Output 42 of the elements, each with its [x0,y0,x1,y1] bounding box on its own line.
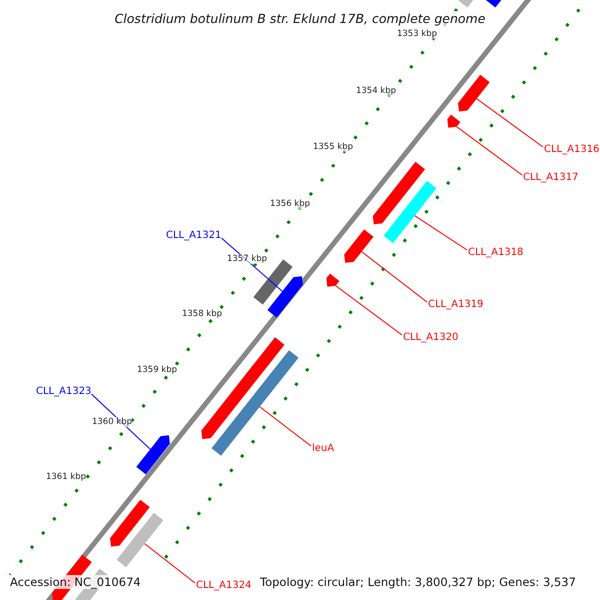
gene-label: CLL_A1319 [428,298,484,312]
leader-line [90,394,151,450]
tick-label: 1357 kbp [226,254,268,264]
leader-line [414,215,468,250]
gene-bar [384,180,436,244]
gene-bar [212,350,298,456]
gene-label: CLL_A1320 [403,331,458,345]
gene-label: CLL_A1324 [196,579,252,593]
genome-info: Topology: circular; Length: 3,800,327 bp; Genes: 3,537 [258,575,578,589]
leader-line [220,238,283,292]
gene-bar [344,229,374,263]
leader-line [456,126,522,176]
leader-line [144,543,196,584]
leader-line [476,98,544,148]
leader-line [259,406,312,446]
gene-bar [447,114,460,128]
tick-label: 1353 kbp [396,29,438,39]
leader-line [335,285,402,336]
tick-label: 1359 kbp [136,365,178,375]
gene-bar [458,74,490,112]
gene-bar [201,337,284,440]
title: Clostridium botulinum B str. Eklund 17B, complete genome [114,11,486,26]
gene-bar [116,512,164,568]
gene-label: CLL_A1321 [166,229,222,243]
gene-bar [136,435,170,474]
accession-label: Accession: NC_010674 [8,575,143,589]
leader-line [361,251,428,302]
tick-label: 1354 kbp [356,86,396,96]
gene-bar [326,274,340,287]
tick-label: 1356 kbp [270,199,310,209]
tick-label: 1355 kbp [312,142,354,152]
gene-label: CLL_A1318 [468,246,524,260]
gene-label: CLL_A1317 [523,171,578,185]
gene-label: CLL_A1316 [544,143,600,157]
gene-bar [372,162,425,224]
tick-label: 1358 kbp [182,309,222,319]
gene-label: leuA [312,442,334,456]
tick-label: 1361 kbp [46,472,86,482]
gene-bar [267,276,303,318]
gene-bar [110,500,150,547]
gene-label: CLL_A1323 [36,385,92,399]
tick-label: 1360 kbp [92,417,132,427]
